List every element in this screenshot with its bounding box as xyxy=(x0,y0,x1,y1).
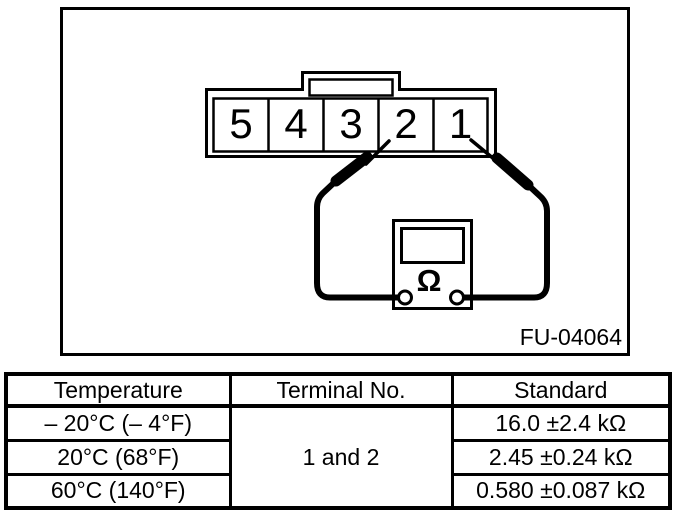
terminal-label-3: 3 xyxy=(339,100,362,147)
standard-cell: 0.580 ±0.087 kΩ xyxy=(450,472,672,510)
probe-right xyxy=(469,138,534,191)
connector: 5 4 3 2 1 xyxy=(205,71,497,158)
figure-code: FU-04064 xyxy=(520,324,622,350)
ohm-symbol: Ω xyxy=(417,263,442,298)
header-row: Temperature Terminal No. Standard xyxy=(4,372,672,408)
terminal-label-2: 2 xyxy=(394,100,417,147)
table-row: – 20°C (– 4°F) 1 and 2 16.0 ±2.4 kΩ xyxy=(4,404,672,510)
terminal-label-4: 4 xyxy=(284,100,307,147)
temperature-cell: – 20°C (– 4°F) xyxy=(4,404,232,442)
ohmmeter-display xyxy=(400,227,465,264)
header-standard: Standard xyxy=(450,372,672,408)
temperature-cell: 20°C (68°F) xyxy=(4,438,232,476)
test-lead-left xyxy=(314,176,404,301)
spec-table: Temperature Terminal No. Standard – 20°C… xyxy=(4,372,672,510)
resistance-test-diagram: 5 4 3 2 1 Ω FU-04064 xyxy=(60,7,630,356)
test-lead-right xyxy=(458,180,550,301)
terminal-label-1: 1 xyxy=(449,100,472,147)
terminal-label-5: 5 xyxy=(229,100,252,147)
probe-left-grip xyxy=(330,151,373,187)
terminal-row xyxy=(212,97,489,153)
terminal-no-cell: 1 and 2 xyxy=(228,404,454,510)
header-temperature: Temperature xyxy=(4,372,232,408)
standard-cell: 2.45 ±0.24 kΩ xyxy=(450,438,672,476)
figure-frame xyxy=(60,7,630,356)
table-row: 60°C (140°F) 0.580 ±0.087 kΩ xyxy=(4,472,672,510)
ohmmeter-terminal-left xyxy=(397,289,413,306)
ohmmeter-terminal-right xyxy=(449,289,465,306)
header-terminal-no: Terminal No. xyxy=(228,372,454,408)
connector-lock-tab xyxy=(308,78,394,97)
table-row: 20°C (68°F) 2.45 ±0.24 kΩ xyxy=(4,438,672,476)
standard-cell: 16.0 ±2.4 kΩ xyxy=(450,404,672,442)
temperature-cell: 60°C (140°F) xyxy=(4,472,232,510)
probe-right-grip xyxy=(491,152,534,191)
probe-left xyxy=(330,139,391,187)
